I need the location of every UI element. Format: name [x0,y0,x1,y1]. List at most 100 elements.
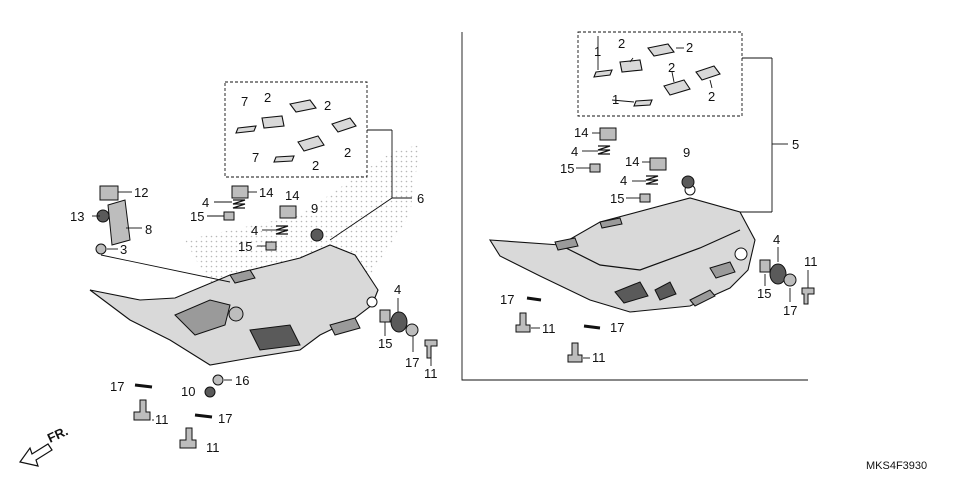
callout: 11 [542,321,556,336]
plate-recess [174,299,231,336]
callout: 15 [560,161,574,176]
right-callouts: 1 1 2 2 2 2 14 4 15 14 4 15 9 5 4 11 15 … [500,36,818,365]
nut-10 [204,386,216,398]
bracket-8 [107,199,131,246]
sticker-2b [289,99,317,113]
callout: 6 [417,191,424,206]
callout: 14 [625,154,639,169]
callout: 15 [378,336,392,351]
callout: 1 [594,44,601,59]
panel-frame [461,32,808,381]
collar-15c [379,309,391,323]
diagram-code: MKS4F3930 [866,460,927,472]
callout: 10 [181,384,195,399]
plate-vent [249,324,301,351]
callout: 13 [70,209,84,224]
callout: 15 [610,191,624,206]
shading [185,145,420,285]
callout: 4 [773,232,780,247]
callout: 8 [145,222,152,237]
callout: 14 [574,125,588,140]
clip-14b [649,157,667,171]
mount-hole [366,296,378,308]
callout: 11 [155,412,169,427]
collar-15b [639,193,651,203]
callout: 1 [612,92,619,107]
left-assembly [89,81,438,449]
sticker-set-box [577,31,743,117]
callout: 4 [571,144,578,159]
callout: 9 [683,145,690,160]
plate-vent-b [654,281,677,301]
bolt-11c [567,342,583,363]
collar-15a [589,163,601,173]
sticker-2c [331,117,357,133]
callout: 2 [708,89,715,104]
collar-15c [759,259,771,273]
grommet-4c [769,263,787,285]
right-assembly [461,31,815,381]
sticker-1b [633,99,653,107]
callout: 15 [238,239,252,254]
callout: 11 [206,440,220,455]
callout: 17 [610,320,624,335]
arrow-icon [18,443,53,467]
plate-boss [228,306,244,322]
callout: 11 [424,366,438,381]
collar-3 [95,243,107,255]
callout: 2 [312,158,319,173]
bolt-11c [179,427,197,449]
callout: 4 [202,195,209,210]
spring-4a [597,145,611,155]
collar-15b [265,241,277,251]
callout: 4 [394,282,401,297]
sticker-set-box [224,81,368,178]
callout: 7 [252,150,259,165]
callout: 12 [134,185,148,200]
washer-17a [405,323,419,337]
callout: 11 [804,254,818,269]
clip-12 [99,185,119,201]
callout: 2 [324,98,331,113]
callout: 14 [285,188,299,203]
callout: 17 [405,355,419,370]
clip-14b [279,205,297,219]
callout: 16 [235,373,249,388]
callout: 9 [311,201,318,216]
clip-17c [194,413,213,419]
sticker-7a [235,125,257,134]
callout: 2 [668,60,675,75]
spring-4b [275,225,289,235]
sticker-2a [261,115,285,129]
washer-16 [212,374,224,386]
spring-4a [232,199,246,209]
grommet-4c [390,311,408,333]
bolt-11b [133,399,151,421]
callout: 2 [264,90,271,105]
bolt-11b [515,312,531,333]
left-callouts: 2 2 2 2 7 7 12 13 8 3 4 14 15 14 4 15 9 … [70,90,438,455]
clip-17c [583,324,601,330]
callout: 17 [218,411,232,426]
front-label: FR. [45,423,70,445]
callout: 4 [251,223,258,238]
sticker-2c [695,65,721,81]
sticker-2b [647,43,675,57]
callout: 14 [259,185,273,200]
callout: 2 [344,145,351,160]
sticker-2d [663,79,691,96]
callout: 17 [783,303,797,318]
collar-15a [223,211,235,221]
plate-vent-a [614,281,649,304]
sticker-7b [273,155,295,163]
washer-17a [783,273,797,287]
sticker-1a [593,69,613,78]
nut-9 [681,175,695,189]
sticker-2a [619,59,643,73]
callout: 3 [120,242,127,257]
right-skid-plate [488,197,756,313]
front-direction-arrow: FR. [18,423,70,467]
bolt-11a [424,339,438,359]
